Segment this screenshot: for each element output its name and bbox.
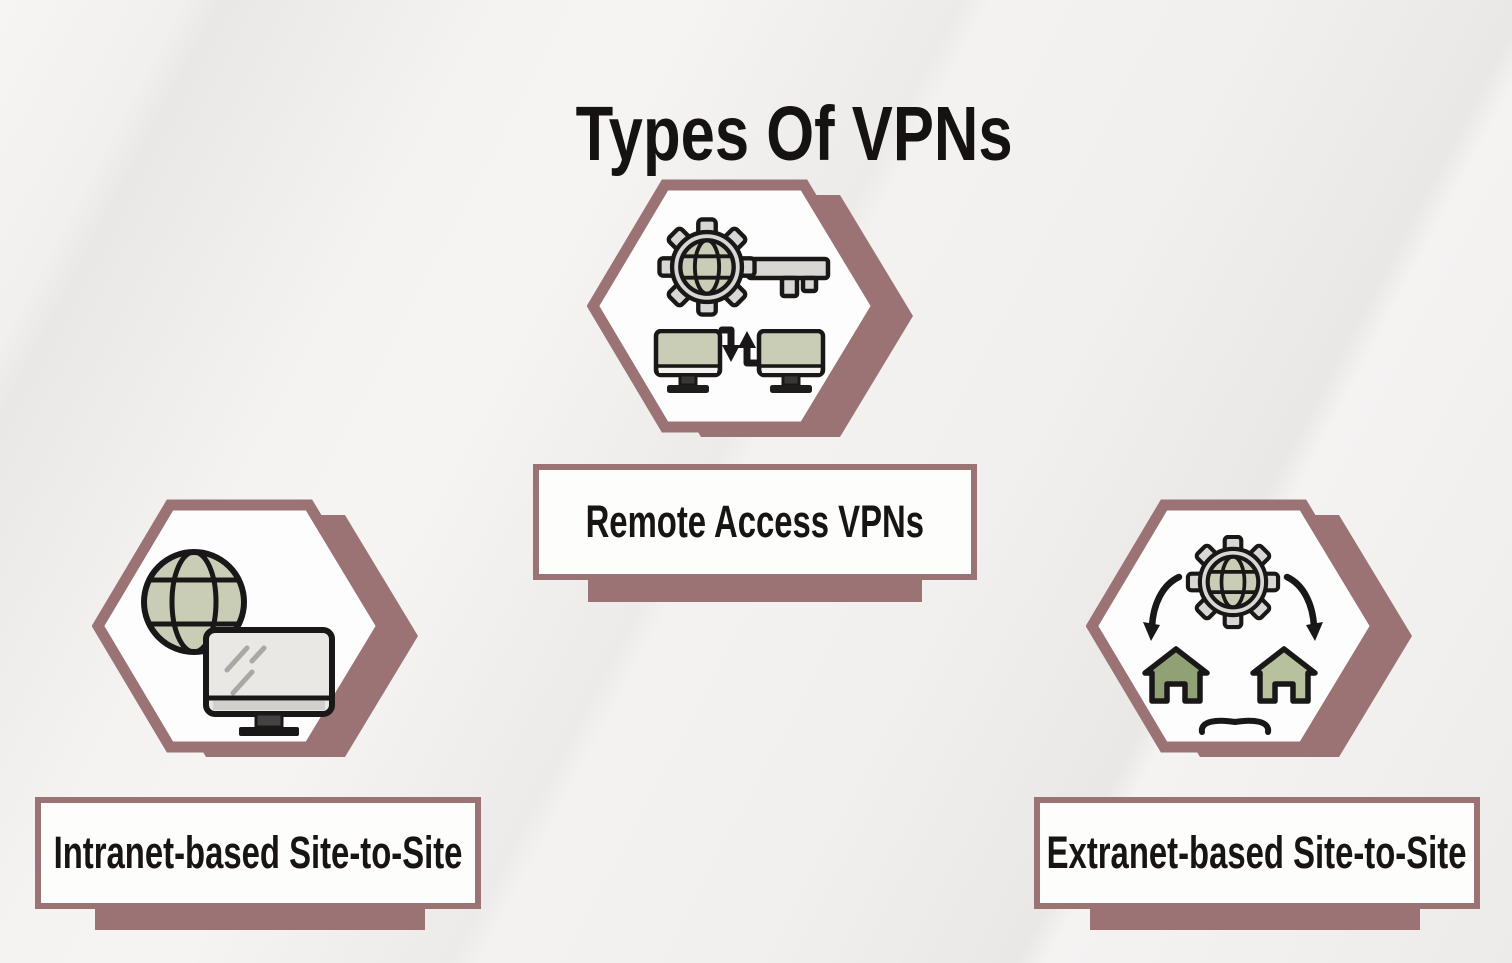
key-icon bbox=[745, 256, 831, 299]
globe-gear-syncing-sites-icon bbox=[1122, 535, 1323, 735]
label-shadow bbox=[1090, 907, 1420, 930]
house-icon bbox=[1145, 649, 1207, 701]
connection-curve-icon bbox=[1198, 717, 1272, 735]
label-text: Intranet-based Site-to-Site bbox=[53, 827, 463, 878]
label-shadow bbox=[588, 578, 922, 602]
page-title: Types Of VPNs bbox=[575, 90, 1013, 177]
sync-arrows-icon bbox=[1143, 573, 1323, 641]
globe-gear-key-with-computers-icon bbox=[610, 200, 831, 400]
label-shadow bbox=[95, 907, 425, 930]
label-box-extranet: Extranet-based Site-to-Site bbox=[1034, 797, 1480, 909]
globe-gear-icon bbox=[659, 219, 754, 314]
label-box-remote-access: Remote Access VPNs bbox=[533, 464, 977, 580]
transfer-arrows-icon bbox=[718, 326, 760, 367]
globe-with-monitor-icon bbox=[141, 549, 335, 736]
computer-icon bbox=[759, 331, 823, 393]
globe-gear-icon bbox=[1188, 537, 1278, 627]
label-text: Extranet-based Site-to-Site bbox=[1047, 827, 1467, 878]
label-box-intranet: Intranet-based Site-to-Site bbox=[35, 797, 481, 909]
computer-icon bbox=[656, 331, 720, 393]
computer-monitor-icon bbox=[203, 627, 335, 736]
house-icon bbox=[1253, 649, 1315, 701]
label-text: Remote Access VPNs bbox=[585, 496, 925, 547]
